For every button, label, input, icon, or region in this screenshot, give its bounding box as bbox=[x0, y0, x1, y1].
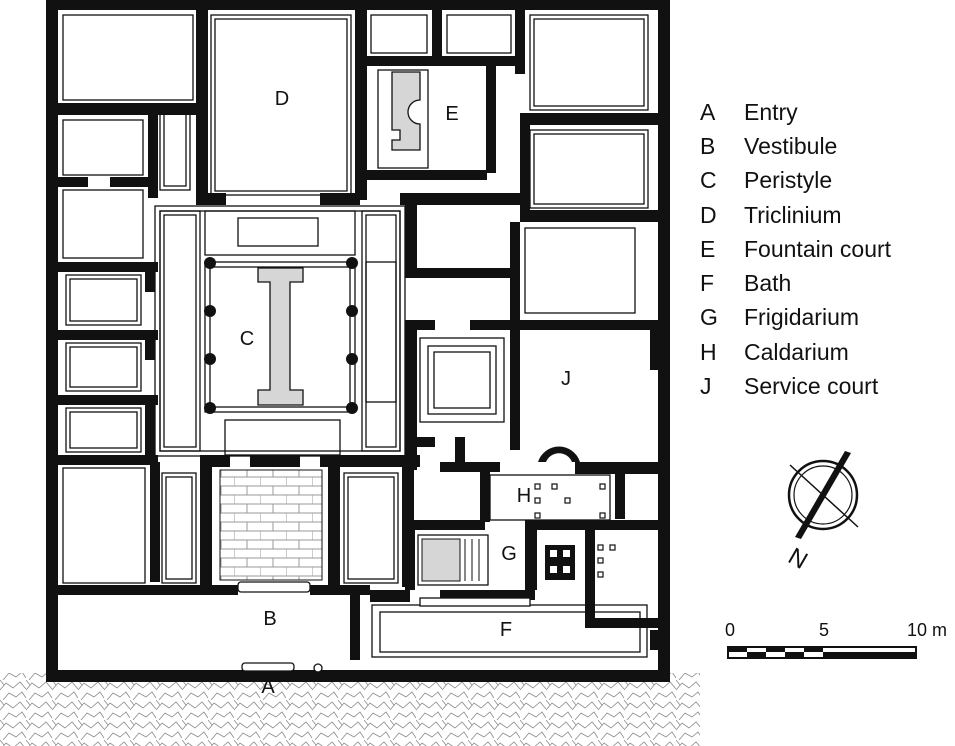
scale-labels: 0 5 10 m bbox=[715, 620, 955, 644]
scale-tick-0: 0 bbox=[725, 620, 736, 640]
room-label-f: F bbox=[500, 619, 512, 641]
legend-label: Entry bbox=[744, 98, 798, 125]
legend-key: F bbox=[700, 270, 715, 297]
room-label-j: J bbox=[561, 368, 571, 390]
thresholds bbox=[237, 581, 531, 673]
fountain-basin bbox=[377, 69, 429, 169]
legend-key: A bbox=[700, 98, 716, 125]
scale-bar bbox=[727, 646, 917, 659]
street-ground bbox=[0, 673, 700, 746]
legend-item: A Entry bbox=[700, 95, 950, 129]
scale-tick-5: 5 bbox=[819, 620, 830, 640]
room-label-d: D bbox=[275, 88, 289, 110]
legend-label: Bath bbox=[744, 270, 792, 297]
peristyle-columns bbox=[204, 257, 358, 414]
north-label: N bbox=[784, 543, 813, 575]
room-label-g: G bbox=[501, 543, 517, 565]
legend-item: J Service court bbox=[700, 369, 950, 403]
room-label-c: C bbox=[240, 328, 254, 350]
legend-item: B Vestibule bbox=[700, 129, 950, 163]
north-arrow: N bbox=[784, 451, 859, 575]
room-label-e: E bbox=[445, 103, 458, 125]
legend-key: D bbox=[700, 201, 717, 228]
room-outlines bbox=[62, 14, 649, 658]
interior-walls bbox=[58, 4, 665, 660]
legend: A Entry B Vestibule C Peristyle D Triclinium… bbox=[700, 95, 950, 404]
legend-key: H bbox=[700, 338, 717, 365]
paved-corridor bbox=[219, 469, 323, 581]
legend-label: Frigidarium bbox=[744, 304, 860, 331]
legend-label: Service court bbox=[744, 373, 879, 400]
legend-key: C bbox=[700, 167, 717, 194]
scale-tick-10: 10 m bbox=[907, 620, 948, 640]
room-label-a: A bbox=[261, 676, 275, 698]
legend-item: D Triclinium bbox=[700, 198, 950, 232]
legend-label: Fountain court bbox=[744, 235, 892, 262]
hypocaust-pillars bbox=[534, 483, 616, 580]
room-label-b: B bbox=[263, 608, 276, 630]
legend-item: G Frigidarium bbox=[700, 301, 950, 335]
legend-key: E bbox=[700, 235, 716, 262]
legend-label: Vestibule bbox=[744, 132, 838, 159]
legend-key: G bbox=[700, 304, 718, 331]
legend-key: J bbox=[700, 373, 712, 400]
legend-label: Caldarium bbox=[744, 338, 849, 365]
legend-label: Peristyle bbox=[744, 167, 833, 194]
legend-item: F Bath bbox=[700, 266, 950, 300]
peristyle-channel bbox=[257, 267, 304, 406]
legend-key: B bbox=[700, 132, 716, 159]
legend-label: Triclinium bbox=[744, 201, 842, 228]
frigidarium-pool bbox=[417, 534, 489, 586]
legend-item: H Caldarium bbox=[700, 335, 950, 369]
legend-item: E Fountain court bbox=[700, 232, 950, 266]
legend-item: C Peristyle bbox=[700, 164, 950, 198]
room-label-h: H bbox=[517, 485, 531, 507]
